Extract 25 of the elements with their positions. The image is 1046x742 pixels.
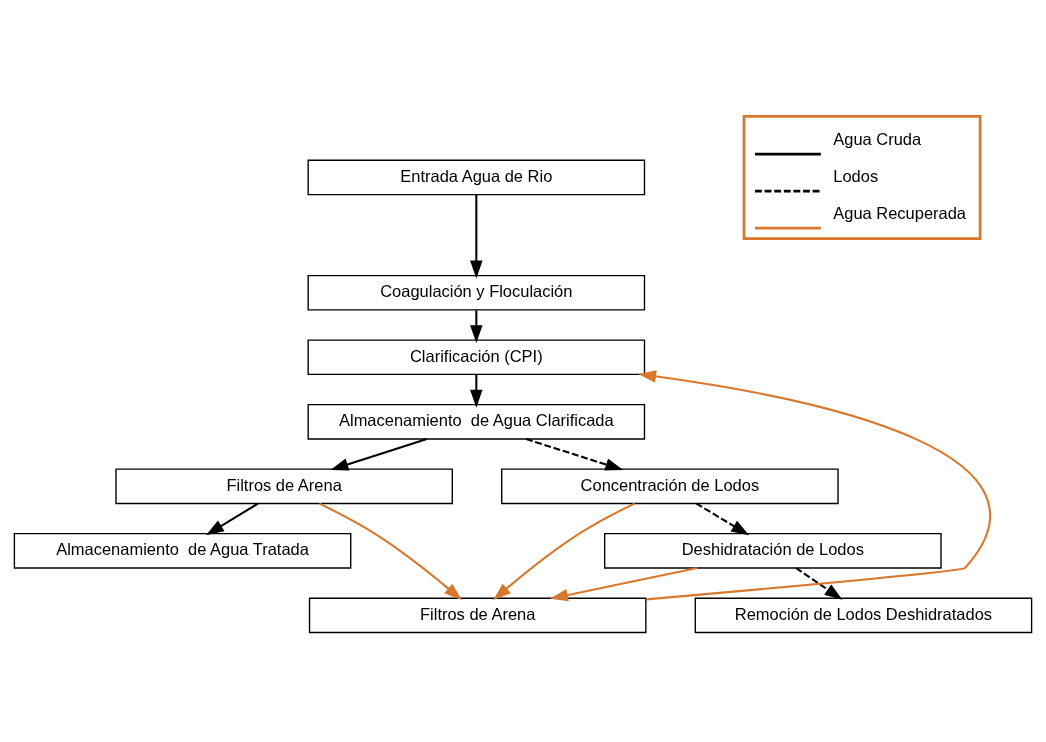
- arrow: [493, 502, 635, 601]
- arrow: [795, 567, 843, 600]
- node-box: Clarificación (CPI): [307, 339, 646, 376]
- arrow: [470, 310, 483, 344]
- arrow: [550, 567, 698, 602]
- legend-label: Agua Recuperada: [833, 204, 967, 223]
- node-box: Remoción de Lodos Deshidratados: [694, 597, 1033, 634]
- arrow: [525, 438, 624, 471]
- arrow: [318, 502, 462, 601]
- node-box: Almacenamiento de Agua Clarificada: [307, 403, 646, 440]
- arrow: [470, 374, 483, 408]
- legend-label: Agua Cruda: [833, 130, 922, 149]
- arrow: [205, 502, 259, 536]
- node-box: Filtros de Arena: [115, 468, 453, 505]
- arrow: [470, 194, 483, 279]
- node-box: Entrada Agua de Rio: [307, 159, 646, 196]
- arrow: [695, 502, 750, 536]
- node-box: Almacenamiento de Agua Tratada: [13, 533, 352, 569]
- node-box: Deshidratación de Lodos: [604, 533, 942, 569]
- arrow: [330, 438, 428, 471]
- node-box: Concentración de Lodos: [501, 468, 839, 505]
- node-box: Coagulación y Floculación: [307, 274, 646, 311]
- node-box: Filtros de Arena: [308, 597, 647, 634]
- arrow: [638, 370, 991, 601]
- legend-label: Lodos: [833, 167, 879, 186]
